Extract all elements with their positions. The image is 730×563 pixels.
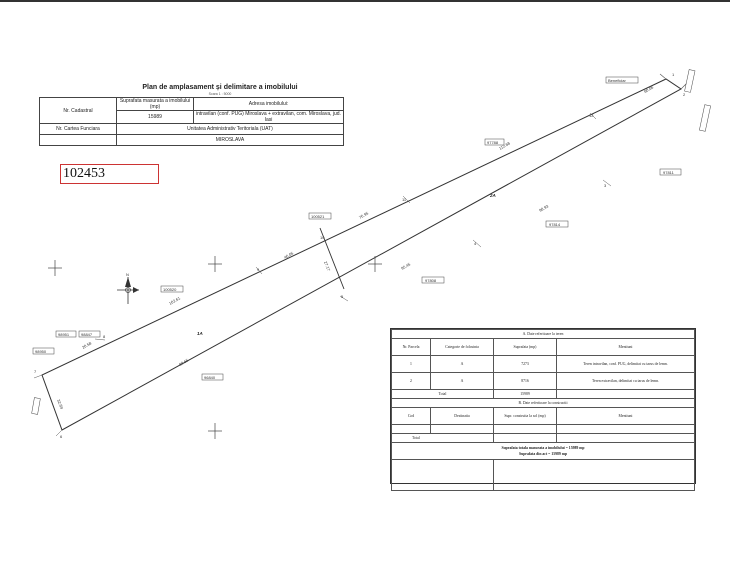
cadastral-number: 102453 <box>60 164 159 184</box>
neighbor-label-98847: 98847 <box>78 330 101 338</box>
summary-act: Suprafata din act = 15989 mp <box>518 452 568 456</box>
svg-text:97788: 97788 <box>487 140 499 145</box>
boundary-tick <box>589 112 597 120</box>
svg-text:100520: 100520 <box>163 287 177 292</box>
svg-text:97811: 97811 <box>663 170 675 175</box>
constructii-section-title: B. Date referitoare la constructii <box>391 398 695 408</box>
svg-text:32.69: 32.69 <box>56 399 65 411</box>
svg-text:46.05: 46.05 <box>283 250 295 260</box>
boundary-tick <box>55 429 63 437</box>
grid-cross <box>208 423 222 439</box>
table-row: 2 A 8716 Teren extravilan, delimitat cu … <box>391 372 695 390</box>
col-cod: Cod <box>391 407 431 425</box>
boundary-tick <box>659 73 667 80</box>
signature-box-right <box>493 459 695 491</box>
col-mentiuni: Mentiuni <box>556 338 695 356</box>
svg-text:98950: 98950 <box>35 349 47 354</box>
svg-text:5: 5 <box>341 294 344 299</box>
col-mentiuni-b: Mentiuni <box>556 407 695 425</box>
boundary-tick <box>402 195 411 204</box>
svg-text:7: 7 <box>34 369 37 374</box>
parcel-divider <box>319 227 345 290</box>
col-supr-construita: Supr. construita la sol (mp) <box>493 407 557 425</box>
table-row <box>391 424 695 434</box>
svg-text:9: 9 <box>257 267 260 272</box>
signature-box-left <box>391 459 494 491</box>
teren-total-row: Total 15989 <box>391 389 695 399</box>
boundary-tick <box>472 239 482 248</box>
svg-text:98.93: 98.93 <box>538 203 550 213</box>
svg-text:80.06: 80.06 <box>643 84 655 94</box>
parcel-label-1a: 1A <box>197 331 203 336</box>
constructii-total-row: Total <box>391 433 695 443</box>
svg-text:3: 3 <box>604 183 607 188</box>
col-categorie: Categorie de folosinta <box>430 338 494 356</box>
neighbor-label-97808: 97808 <box>421 276 445 284</box>
neighbor-label-100520: 100520 <box>160 285 184 293</box>
boundary-tick <box>33 374 43 379</box>
neighbor-label-beneficiar: Beneficiar <box>605 76 639 84</box>
svg-text:10: 10 <box>320 235 325 240</box>
neighbor-label-97811: 97811 <box>659 168 682 176</box>
summary-total: Suprafata totala masurata a imobilului =… <box>501 446 585 450</box>
neighbor-label-98951: 98951 <box>55 330 77 338</box>
svg-text:2: 2 <box>683 92 686 97</box>
svg-text:98951: 98951 <box>58 332 70 337</box>
svg-text:N: N <box>126 272 129 277</box>
boundary-tick <box>255 266 263 275</box>
teren-section-title: A. Date referitoare la teren <box>391 329 695 339</box>
data-table-panel: A. Date referitoare la teren Nr. Parcela… <box>390 328 696 491</box>
col-suprafata: Suprafata (mp) <box>493 338 557 356</box>
col-destinatia: Destinatia <box>430 407 494 425</box>
summary-cell: Suprafata totala masurata a imobilului =… <box>391 442 695 460</box>
svg-text:95.45: 95.45 <box>400 261 412 271</box>
svg-text:100521: 100521 <box>311 214 325 219</box>
svg-text:4: 4 <box>474 241 477 246</box>
nr-cadastral-label: Nr. Cadastral <box>39 97 117 124</box>
svg-text:112.68: 112.68 <box>498 140 512 151</box>
svg-text:97814: 97814 <box>549 222 561 227</box>
svg-text:Beneficiar: Beneficiar <box>608 78 626 83</box>
boundary-tick <box>602 179 612 187</box>
neighbor-label-96840: 96840 <box>201 373 224 381</box>
north-arrow-icon: N <box>117 272 139 304</box>
boundary-tick <box>94 338 106 341</box>
neighbor-box-right-top <box>684 69 696 93</box>
grid-cross <box>208 256 222 272</box>
svg-text:96840: 96840 <box>204 375 216 380</box>
table-row: 1 A 7273 Teren intravilan, conf. PUG, de… <box>391 355 695 373</box>
svg-text:12: 12 <box>589 113 594 118</box>
svg-text:20.58: 20.58 <box>81 340 93 350</box>
svg-text:8: 8 <box>103 334 106 339</box>
uat-value: MIROSLAVA <box>116 134 344 146</box>
svg-text:11: 11 <box>402 197 407 202</box>
svg-text:76.95: 76.95 <box>358 210 370 220</box>
svg-text:27.17: 27.17 <box>323 261 332 273</box>
grid-cross <box>368 256 382 272</box>
svg-text:98847: 98847 <box>81 332 93 337</box>
plan-title: Plan de amplasament și delimitare a imob… <box>142 84 298 91</box>
col-nr-parcela: Nr. Parcela <box>391 338 431 356</box>
top-border <box>0 0 730 2</box>
header-table: Nr. Cadastral Suprafata masurata a imobi… <box>39 97 344 146</box>
neighbor-label-98950: 98950 <box>32 347 55 355</box>
boundary-tick <box>339 295 349 302</box>
svg-text:6: 6 <box>60 434 63 439</box>
svg-text:97808: 97808 <box>425 278 437 283</box>
grid-cross <box>48 260 62 276</box>
svg-text:102.61: 102.61 <box>168 295 182 306</box>
neighbor-box-left-bottom <box>31 397 41 415</box>
svg-text:88.65: 88.65 <box>178 357 190 367</box>
neighbor-label-97788: 97788 <box>484 138 505 146</box>
svg-text:1: 1 <box>672 72 675 77</box>
plan-scale: Scara 1 : 5000 <box>208 92 232 96</box>
neighbor-label-100521: 100521 <box>308 212 332 220</box>
parcel-label-2a: 2A <box>489 193 496 198</box>
teren-table: A. Date referitoare la teren Nr. Parcela… <box>391 329 695 491</box>
neighbor-label-97814: 97814 <box>545 220 569 228</box>
neighbor-box-right-mid <box>699 104 711 132</box>
